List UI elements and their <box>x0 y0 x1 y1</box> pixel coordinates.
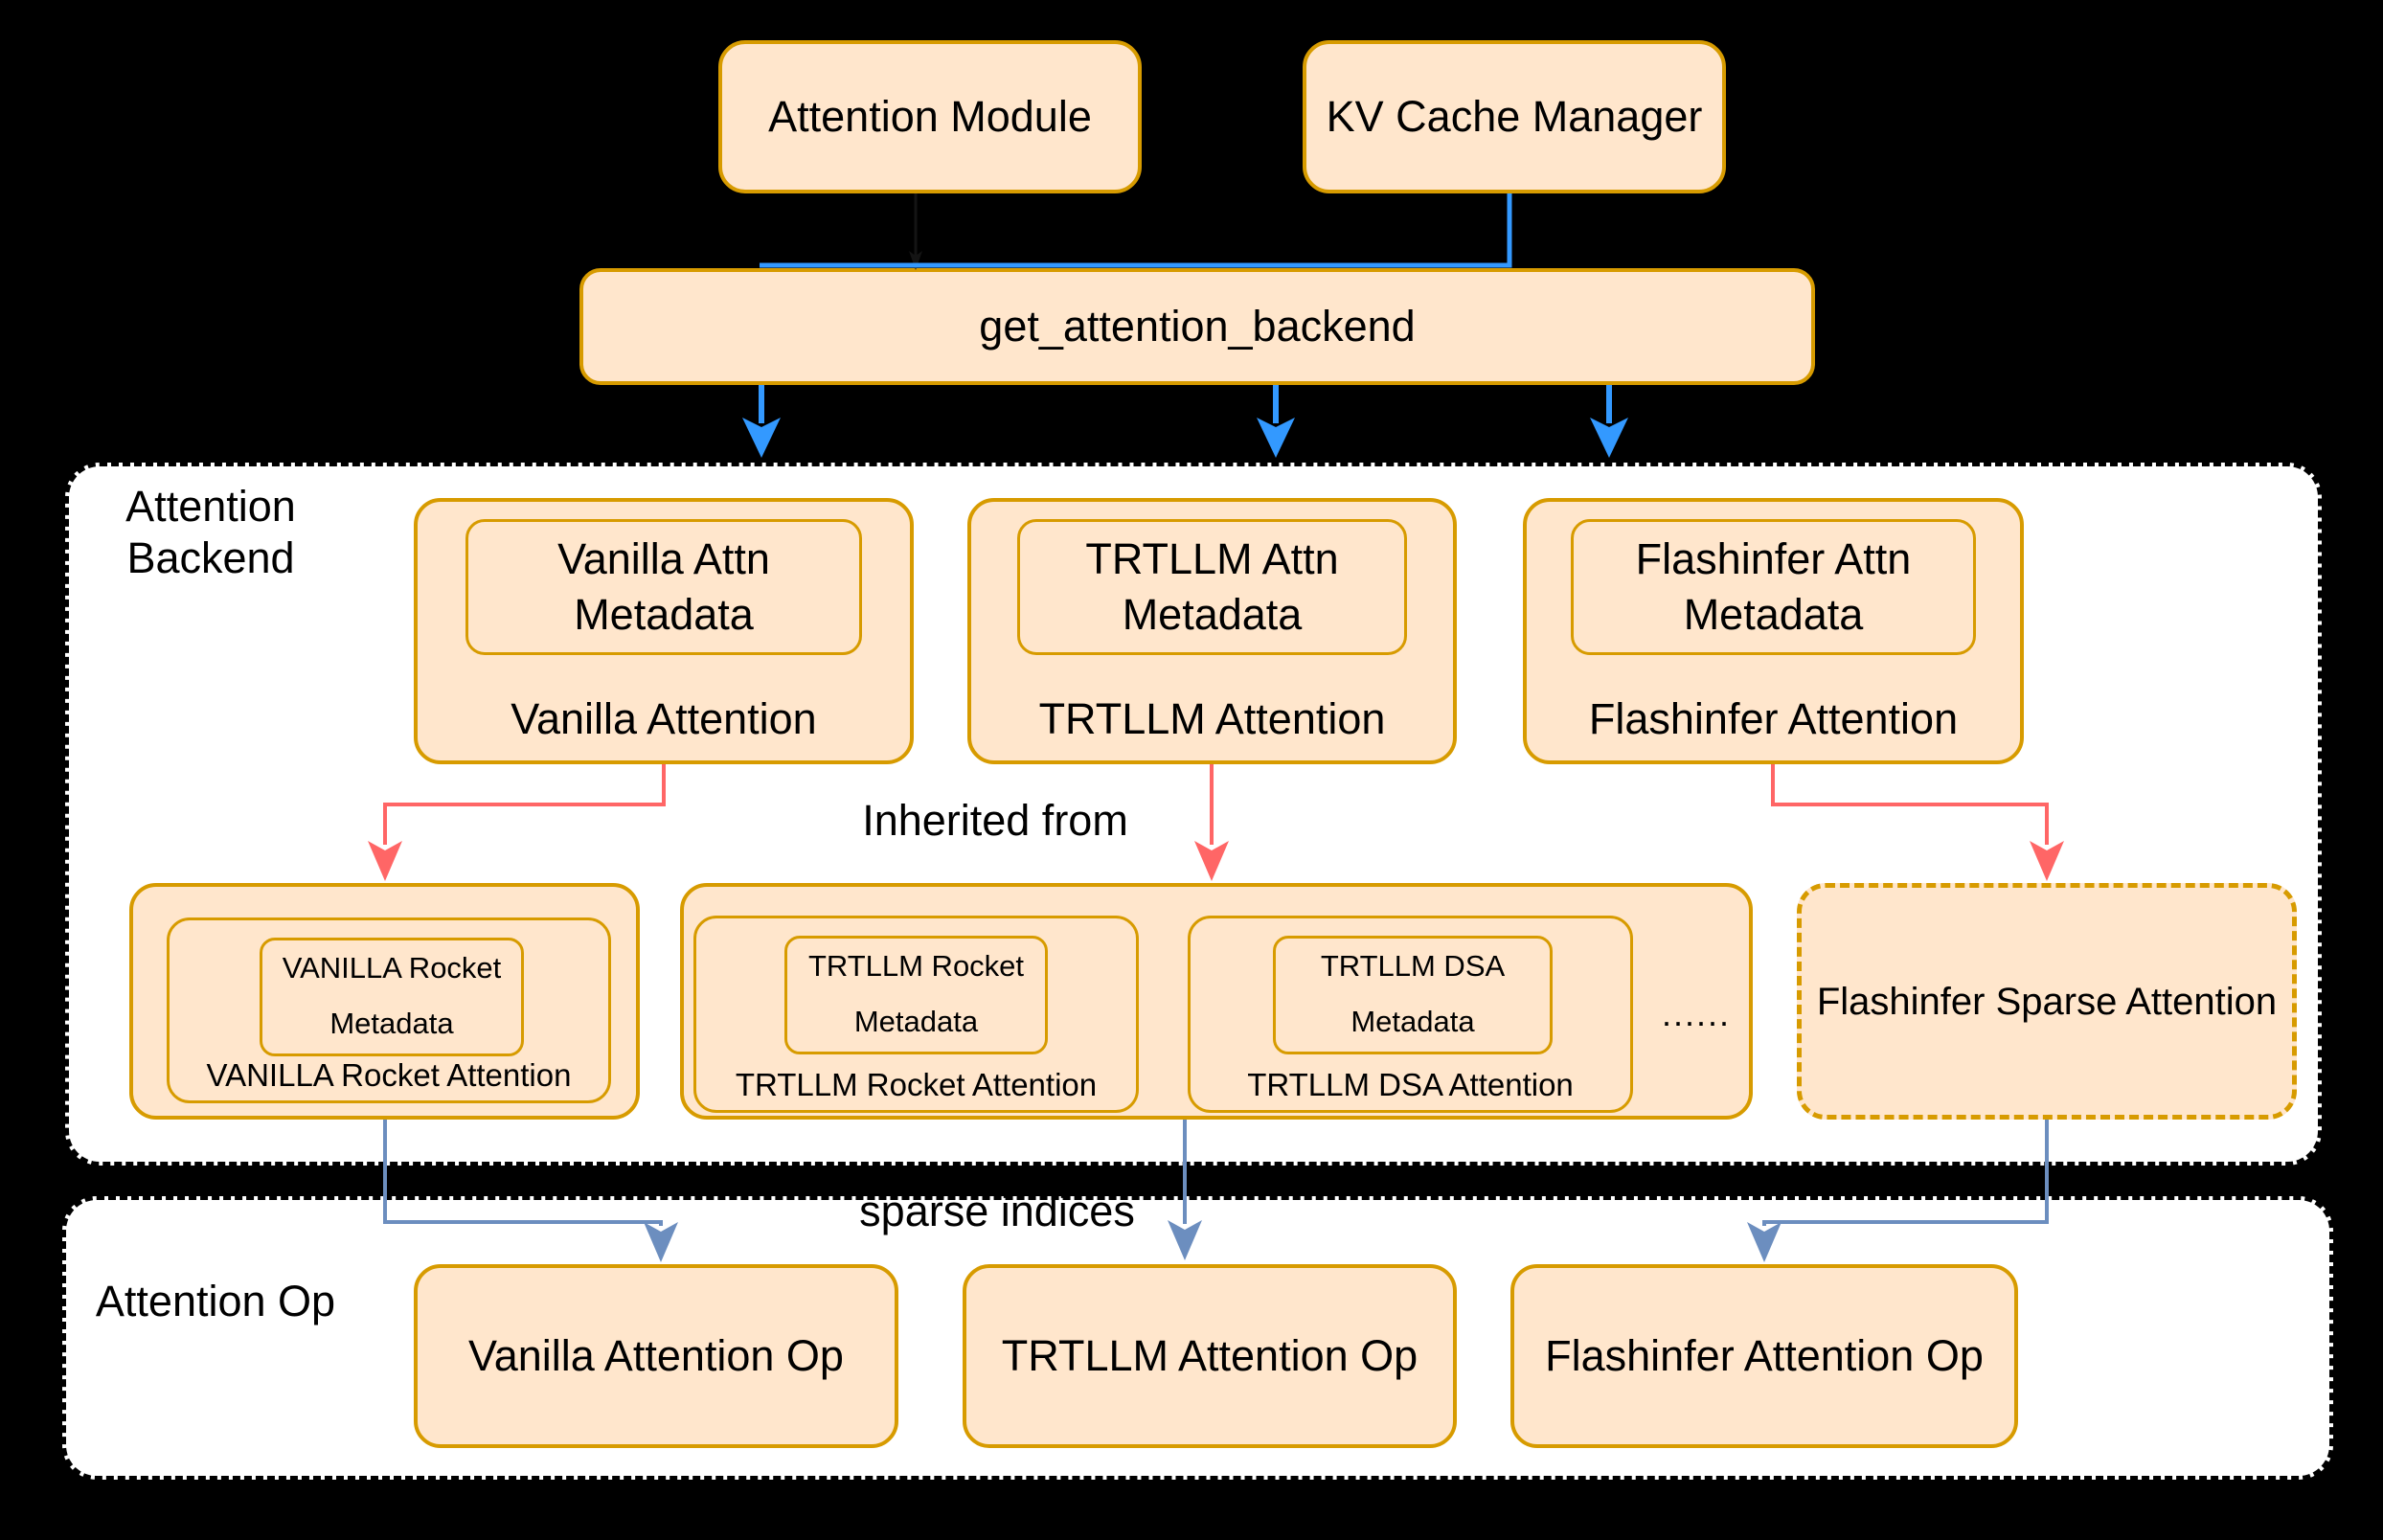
backend-section-title-line2: Backend <box>126 533 295 582</box>
edge-attention-module-arrowhead-icon <box>909 251 922 270</box>
flashinfer-attn-metadata-node: Flashinfer Attn Metadata <box>1571 519 1976 655</box>
vanilla-rocket-metadata-line2: Metadata <box>329 1007 454 1040</box>
trtllm-dsa-metadata-line1: TRTLLM DSA <box>1320 949 1506 983</box>
vanilla-rocket-metadata-line1: VANILLA Rocket <box>282 951 502 985</box>
trtllm-rocket-metadata-node: TRTLLM Rocket Metadata <box>784 936 1048 1054</box>
flashinfer-attn-metadata-line2: Metadata <box>1683 590 1864 639</box>
flashinfer-sparse-attention-node: Flashinfer Sparse Attention <box>1797 883 2297 1120</box>
trtllm-attention-op-node: TRTLLM Attention Op <box>963 1264 1457 1448</box>
trtllm-rocket-attention-node: TRTLLM Rocket Metadata TRTLLM Rocket Att… <box>693 916 1139 1113</box>
backend-section-title-line1: Attention <box>125 482 296 531</box>
trtllm-dsa-metadata-line2: Metadata <box>1350 1005 1475 1038</box>
attention-module-node: Attention Module <box>718 40 1142 193</box>
get-attention-backend-node: get_attention_backend <box>579 268 1815 385</box>
trtllm-attention-op-label: TRTLLM Attention Op <box>1001 1331 1418 1380</box>
edge-kv-cache-to-get <box>760 193 1512 268</box>
vanilla-rocket-attention-node: VANILLA Rocket Metadata VANILLA Rocket A… <box>167 917 611 1103</box>
trtllm-dsa-attention-node: TRTLLM DSA Metadata TRTLLM DSA Attention <box>1188 916 1633 1113</box>
flashinfer-attention-label: Flashinfer Attention <box>1588 694 1959 743</box>
trtllm-dsa-attention-label: TRTLLM DSA Attention <box>1247 1067 1574 1102</box>
flashinfer-attention-op-label: Flashinfer Attention Op <box>1545 1331 1984 1380</box>
kv-cache-manager-node: KV Cache Manager <box>1303 40 1726 193</box>
vanilla-attention-op-label: Vanilla Attention Op <box>468 1331 844 1380</box>
vanilla-rocket-metadata-node: VANILLA Rocket Metadata <box>260 938 524 1056</box>
edge-get-to-flashinfer-arrowhead-icon <box>1590 418 1628 458</box>
flashinfer-sparse-attention-label: Flashinfer Sparse Attention <box>1816 980 2278 1023</box>
flashinfer-attention-op-node: Flashinfer Attention Op <box>1510 1264 2018 1448</box>
flashinfer-attn-metadata-line1: Flashinfer Attn <box>1635 534 1912 583</box>
trtllm-attn-metadata-line1: TRTLLM Attn <box>1085 534 1339 583</box>
get-attention-backend-label: get_attention_backend <box>979 302 1416 351</box>
trtllm-rocket-attention-label: TRTLLM Rocket Attention <box>735 1067 1098 1102</box>
edge-get-to-vanilla-arrowhead-icon <box>742 418 781 458</box>
vanilla-rocket-attention-label: VANILLA Rocket Attention <box>206 1057 572 1093</box>
vanilla-attn-metadata-node: Vanilla Attn Metadata <box>465 519 862 655</box>
flashinfer-attention-node: Flashinfer Attn Metadata Flashinfer Atte… <box>1523 498 2024 764</box>
trtllm-rocket-metadata-line1: TRTLLM Rocket <box>807 949 1025 983</box>
trtllm-dsa-metadata-node: TRTLLM DSA Metadata <box>1273 936 1553 1054</box>
vanilla-attention-node: Vanilla Attn Metadata Vanilla Attention <box>414 498 914 764</box>
sparse-indices-label: sparse indices <box>859 1187 1135 1235</box>
edge-get-to-trtllm-arrowhead-icon <box>1257 418 1295 458</box>
more-backends-ellipsis: ...... <box>1661 994 1731 1033</box>
vanilla-attn-metadata-line1: Vanilla Attn <box>557 534 770 583</box>
vanilla-attn-metadata-line2: Metadata <box>574 590 754 639</box>
op-section-title: Attention Op <box>95 1277 336 1325</box>
trtllm-inherited-group: TRTLLM Rocket Metadata TRTLLM Rocket Att… <box>680 883 1753 1120</box>
vanilla-attention-label: Vanilla Attention <box>511 694 817 743</box>
backend-section-title: Attention Backend <box>96 481 326 584</box>
trtllm-rocket-metadata-line2: Metadata <box>853 1005 979 1038</box>
trtllm-attention-node: TRTLLM Attn Metadata TRTLLM Attention <box>967 498 1457 764</box>
vanilla-rocket-group: VANILLA Rocket Metadata VANILLA Rocket A… <box>129 883 640 1120</box>
trtllm-attn-metadata-node: TRTLLM Attn Metadata <box>1017 519 1407 655</box>
trtllm-attn-metadata-line2: Metadata <box>1122 590 1303 639</box>
attention-module-label: Attention Module <box>768 92 1092 141</box>
kv-cache-manager-label: KV Cache Manager <box>1326 92 1703 141</box>
trtllm-attention-label: TRTLLM Attention <box>1038 694 1386 743</box>
vanilla-attention-op-node: Vanilla Attention Op <box>414 1264 898 1448</box>
inherited-from-label: Inherited from <box>862 796 1128 845</box>
